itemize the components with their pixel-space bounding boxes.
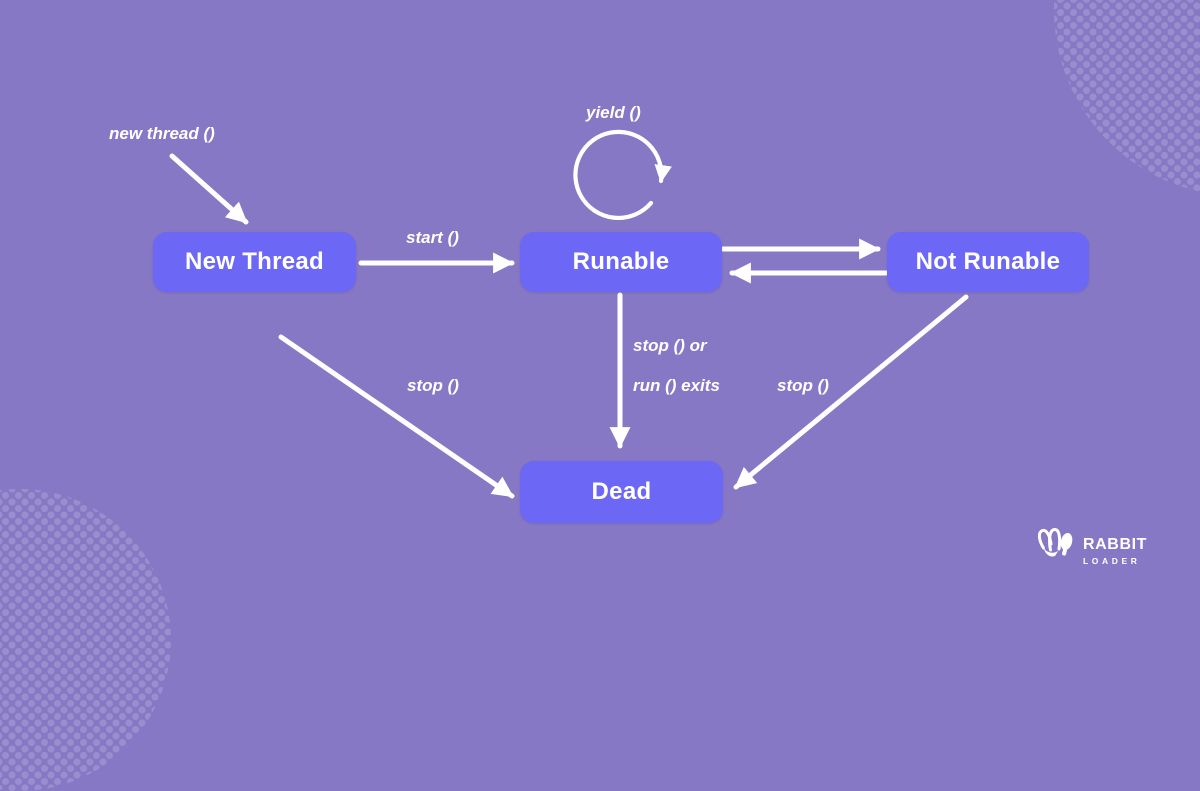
logo-brand-name: RABBIT — [1083, 536, 1148, 554]
edge-label-stop-left: stop () — [407, 376, 459, 395]
rabbitloader-logo: RABBIT LOADER — [1036, 526, 1147, 577]
arrow-new-thread-to-dead — [278, 334, 515, 499]
rabbit-ears-icon — [1036, 526, 1076, 577]
state-label-new-thread: New Thread — [184, 248, 325, 275]
state-node-runable: Runable — [520, 232, 722, 292]
edge-label-stop-right: stop () — [777, 376, 829, 395]
state-node-dead: Dead — [520, 461, 723, 523]
state-node-new-thread: New Thread — [153, 232, 356, 292]
yield-self-loop-arrow — [573, 129, 672, 221]
state-label-not-runable: Not Runable — [915, 248, 1061, 275]
edge-label-stop-or-line1: stop () or — [633, 336, 707, 355]
diagram-arrows-layer — [169, 129, 969, 499]
state-label-dead: Dead — [591, 478, 652, 505]
state-label-runable: Runable — [572, 248, 670, 275]
edge-label-stop-or-line2: run () exits — [633, 376, 720, 395]
arrow-entry-to-new-thread — [169, 153, 249, 225]
logo-brand-subname: LOADER — [1083, 556, 1141, 567]
state-node-not-runable: Not Runable — [887, 232, 1089, 292]
edge-label-new-thread-call: new thread () — [109, 124, 215, 143]
edge-label-yield-call: yield () — [586, 103, 641, 122]
arrow-not-runable-to-dead — [733, 294, 969, 490]
edge-label-start-call: start () — [406, 228, 459, 247]
